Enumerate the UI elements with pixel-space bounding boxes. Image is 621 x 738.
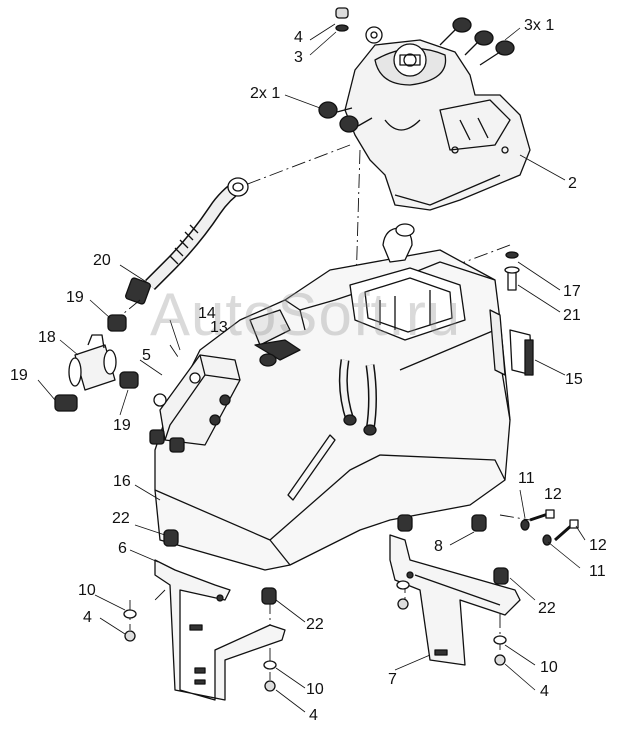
callout-2: 2 [568,175,577,192]
callout-22-c: 22 [306,616,324,633]
callout-11-a: 11 [518,470,535,487]
hose-20 [125,177,249,305]
fittings-19 [54,314,139,412]
callout-12-a: 12 [544,486,562,503]
callout-4-top: 4 [294,29,303,46]
bracket-15 [489,309,534,376]
tank-16 [154,223,511,571]
callout-16: 16 [113,473,131,490]
tee-18 [68,334,117,391]
bolt-17 [504,251,520,291]
callout-18: 18 [38,329,56,346]
callout-4-left: 4 [83,609,92,626]
callout-8: 8 [434,538,443,555]
callout-17: 17 [563,283,581,300]
manifold-5 [149,354,241,453]
callout-21: 21 [563,307,581,324]
callout-19-a: 19 [66,289,84,306]
callout-13: 13 [210,319,228,336]
pump-assembly [318,17,531,211]
callout-6: 6 [118,540,127,557]
callout-12-b: 12 [589,537,607,554]
callout-19-b: 19 [10,367,28,384]
watermark: AutoSoft.ru [150,281,462,348]
callout-22-a: 22 [112,510,130,527]
callout-20: 20 [93,252,111,269]
callout-7: 7 [388,671,397,688]
callout-22-b: 22 [538,600,556,617]
callout-11-b: 11 [589,563,606,580]
callout-4-bottom: 4 [309,707,318,724]
callout-5: 5 [142,347,151,364]
callout-10-b: 10 [306,681,324,698]
callout-2x1: 2x 1 [250,85,281,102]
nut-4-top [335,7,349,32]
callout-3x1: 3x 1 [524,17,555,34]
callout-10-a: 10 [78,582,96,599]
callout-19-c: 19 [113,417,131,434]
bracket-6 [154,559,286,701]
bolts-12 [520,509,579,546]
callout-15: 15 [565,371,583,388]
bracket-7 [389,534,521,666]
callout-10-c: 10 [540,659,558,676]
tank-fittings [254,339,377,436]
mounts-22 [163,514,509,605]
callout-14: 14 [198,305,216,322]
callout-3: 3 [294,49,303,66]
callout-4-right: 4 [540,683,549,700]
washers-nuts [123,580,507,692]
